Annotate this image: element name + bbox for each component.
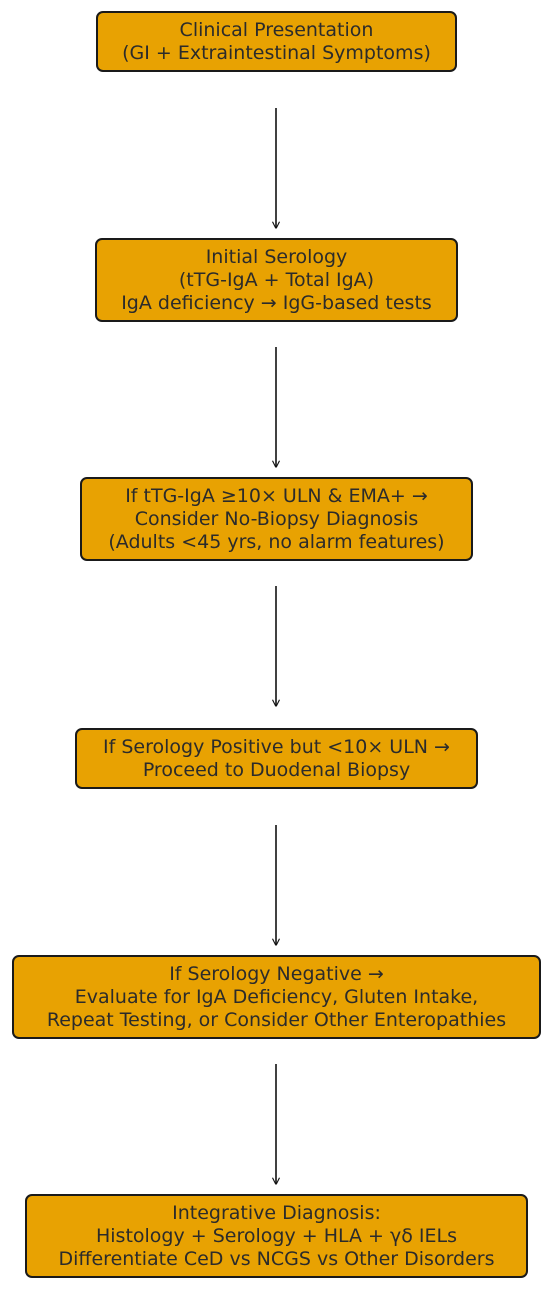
node-initial-serology: Initial Serology(tTG-IgA + Total IgA)IgA… <box>95 238 458 322</box>
node-text-line: Consider No-Biopsy Diagnosis <box>134 507 419 530</box>
node-text-line: (tTG-IgA + Total IgA) <box>178 268 375 291</box>
node-text-line: Repeat Testing, or Consider Other Entero… <box>46 1008 507 1031</box>
node-integrative-diagnosis: Integrative Diagnosis:Histology + Serolo… <box>25 1194 528 1278</box>
node-text-line: (Adults <45 yrs, no alarm features) <box>108 530 445 553</box>
node-clinical-presentation: Clinical Presentation(GI + Extraintestin… <box>96 11 457 72</box>
node-serology-negative: If Serology Negative →Evaluate for IgA D… <box>12 955 541 1039</box>
node-text-line: If Serology Negative → <box>169 962 384 985</box>
node-text-line: Evaluate for IgA Deficiency, Gluten Inta… <box>74 985 479 1008</box>
node-text-line: Clinical Presentation <box>179 18 374 41</box>
node-text-line: If Serology Positive but <10× ULN → <box>103 735 450 758</box>
node-duodenal-biopsy: If Serology Positive but <10× ULN →Proce… <box>75 728 478 789</box>
node-text-line: Differentiate CeD vs NCGS vs Other Disor… <box>58 1247 495 1270</box>
node-text-line: (GI + Extraintestinal Symptoms) <box>122 41 431 64</box>
node-no-biopsy-diagnosis: If tTG-IgA ≥10× ULN & EMA+ →Consider No-… <box>80 477 473 561</box>
node-text-line: Histology + Serology + HLA + γδ IELs <box>95 1224 458 1247</box>
node-text-line: Integrative Diagnosis: <box>172 1201 381 1224</box>
node-text-line: IgA deficiency → IgG-based tests <box>121 291 432 314</box>
node-text-line: Proceed to Duodenal Biopsy <box>142 758 411 781</box>
node-text-line: Initial Serology <box>205 245 348 268</box>
node-text-line: If tTG-IgA ≥10× ULN & EMA+ → <box>125 484 428 507</box>
